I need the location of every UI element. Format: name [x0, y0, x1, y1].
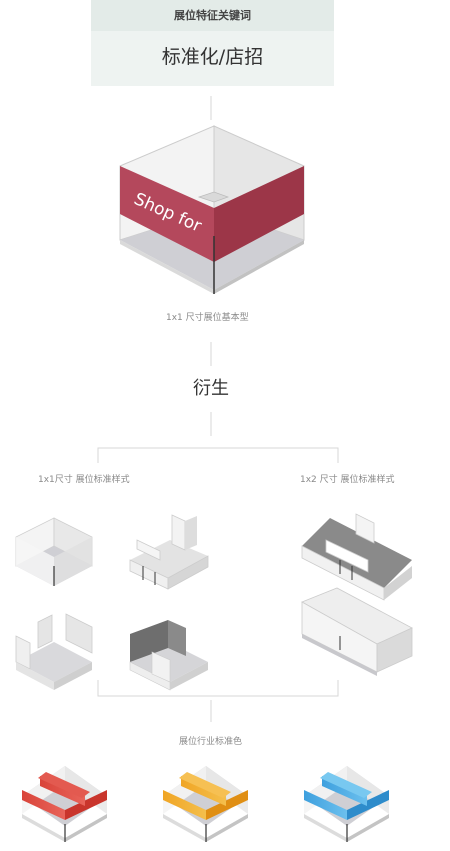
- booth-1x1-style-b: [129, 514, 209, 590]
- booth-industry-red: [22, 766, 107, 842]
- main-booth: Shop for: [119, 125, 305, 294]
- keyword-value: 标准化/店招: [161, 46, 264, 68]
- booth-industry-blue: [304, 766, 389, 842]
- booth-1x1-style-a: [15, 517, 93, 586]
- booth-1x1-style-c: [15, 613, 93, 690]
- right-branch-caption: 1x2 尺寸 展位标准样式: [300, 475, 395, 485]
- left-branch-caption: 1x1尺寸 展位标准样式: [38, 475, 130, 485]
- keyword-box: 展位特征关键词 标准化/店招: [91, 0, 334, 86]
- booth-1x2-style-b: [301, 587, 413, 676]
- derive-label: 衍生: [193, 378, 229, 399]
- booth-industry-orange: [163, 766, 248, 842]
- industry-caption: 展位行业标准色: [179, 737, 243, 747]
- main-booth-caption: 1x1 尺寸展位基本型: [166, 313, 249, 323]
- merge-line: [97, 680, 339, 697]
- booth-1x2-style-a: [301, 513, 412, 601]
- keyword-title: 展位特征关键词: [91, 0, 334, 31]
- booth-1x1-style-d: [129, 620, 208, 691]
- branch-line: [97, 447, 339, 463]
